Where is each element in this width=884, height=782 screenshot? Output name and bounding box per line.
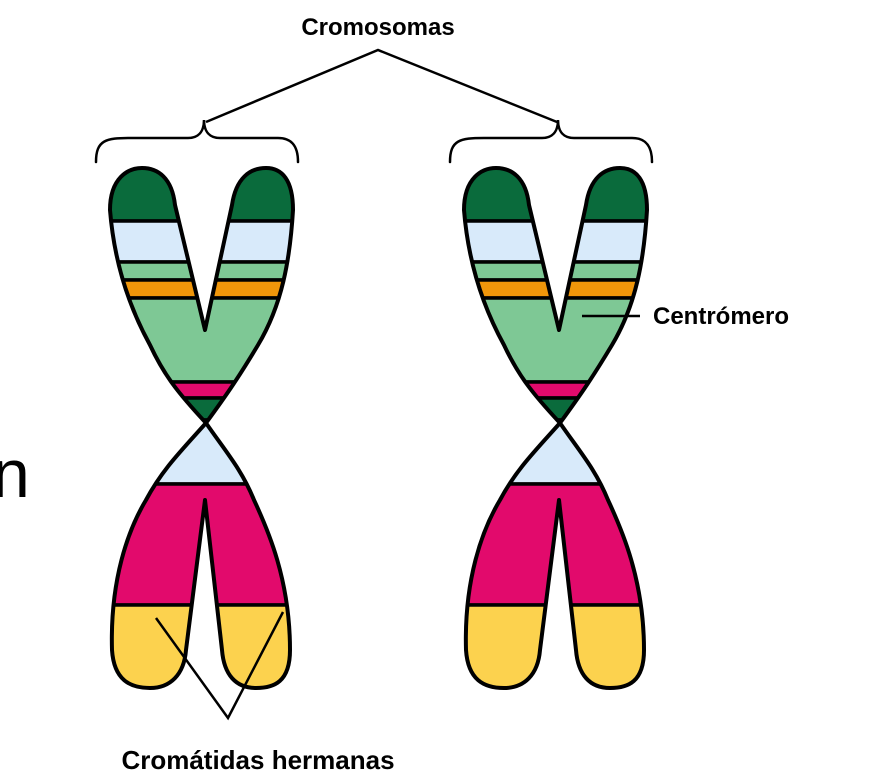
sister-chromatids-label: Cromátidas hermanas [121, 745, 394, 775]
chromosomes-connector [206, 50, 557, 122]
band-dark-green [454, 168, 659, 221]
band-light-green [454, 262, 659, 280]
band-magenta [454, 382, 659, 398]
band-pale-blue [100, 221, 305, 262]
chromosome-right [454, 168, 659, 690]
chromosomes-label: Cromosomas [301, 14, 454, 41]
band-dark-green [100, 168, 305, 221]
chromosome-brace-right [450, 120, 652, 162]
band-orange [454, 280, 659, 298]
chromosome-brace-left [96, 120, 298, 162]
band-yellow [454, 605, 659, 690]
centromere-label: Centrómero [653, 303, 789, 330]
band-yellow [100, 605, 305, 690]
band-pale-blue [454, 221, 659, 262]
band-magenta [100, 382, 305, 398]
chromosome-left [100, 168, 305, 690]
cropped-edge-glyph: n [0, 436, 30, 512]
band-orange [100, 280, 305, 298]
band-light-green [100, 262, 305, 280]
